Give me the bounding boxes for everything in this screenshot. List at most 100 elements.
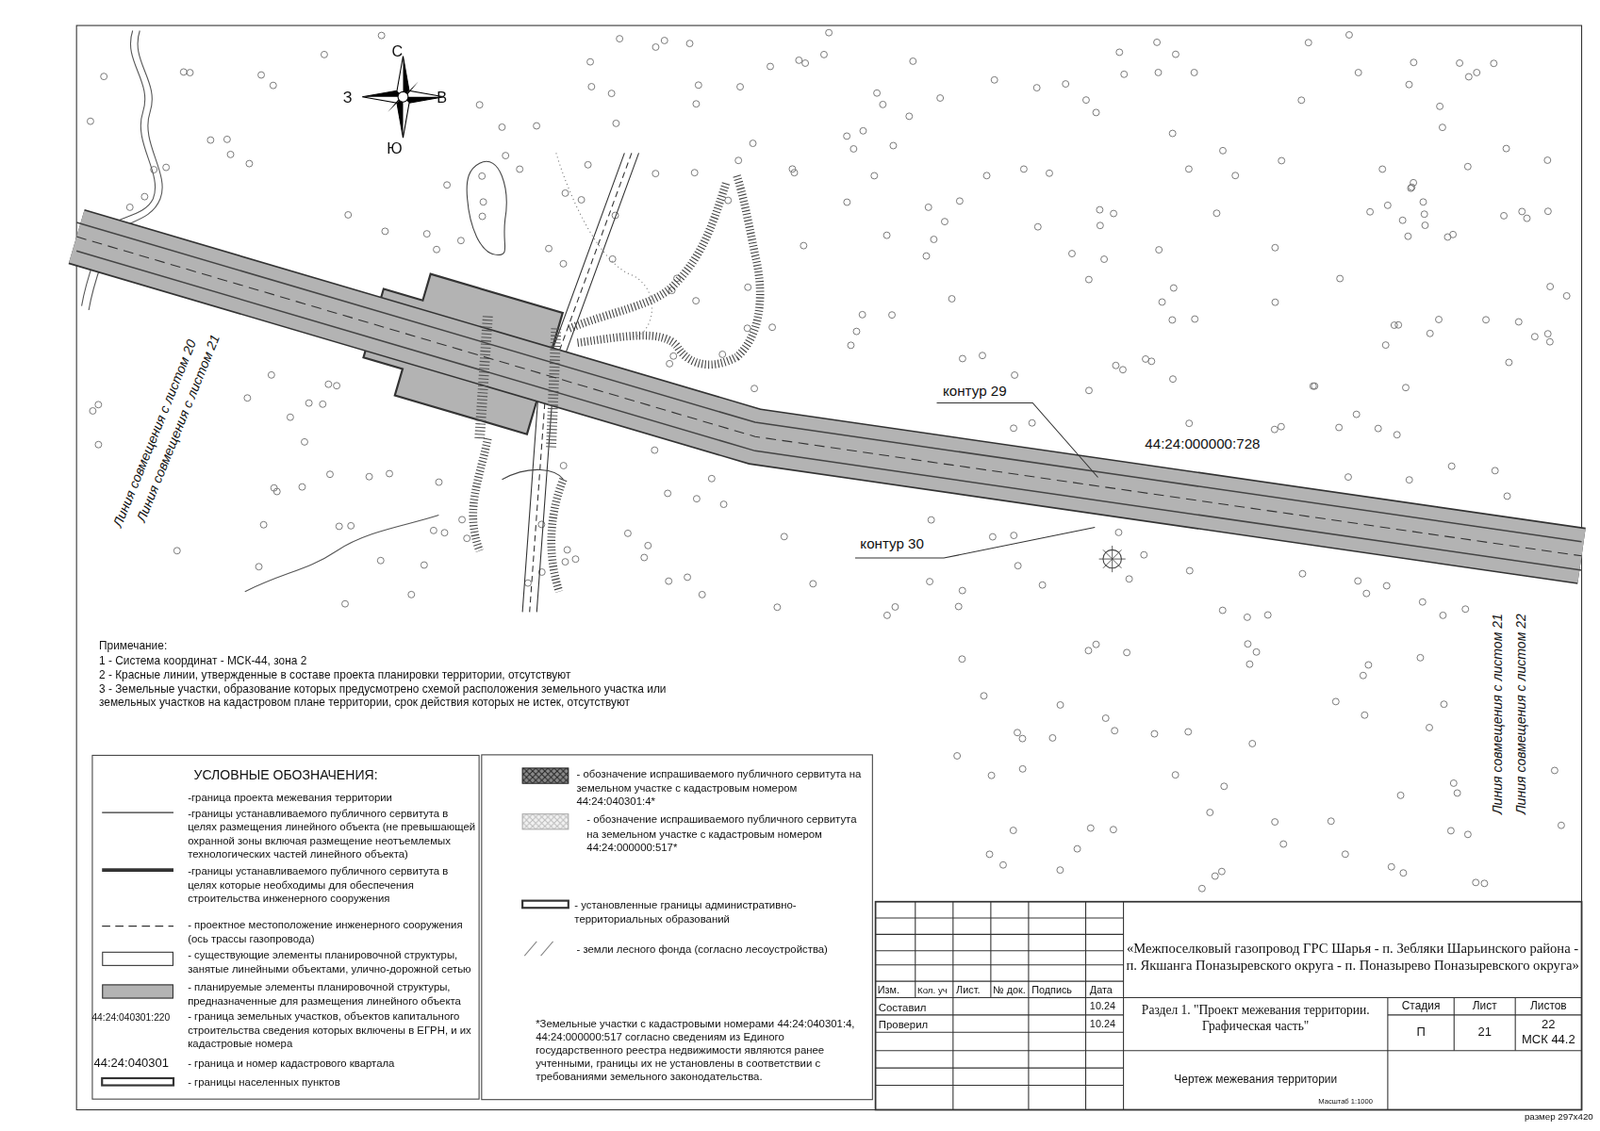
tree-symbol [847, 342, 855, 349]
tree-symbol [1019, 735, 1026, 743]
tree-symbol [988, 772, 995, 779]
tree-symbol [809, 580, 817, 588]
tree-symbol [180, 68, 187, 76]
tree-symbol [1531, 333, 1538, 341]
tree-symbol [1546, 338, 1553, 346]
tree-symbol [1014, 562, 1022, 570]
drawing-name: Чертеж межевания территории [1125, 1073, 1386, 1089]
tree-symbol [1502, 145, 1510, 152]
legend-line-sample [101, 868, 174, 873]
tree-symbol [1367, 208, 1374, 215]
tree-symbol [958, 656, 966, 663]
tree-symbol [86, 117, 94, 125]
tree-symbol [408, 591, 415, 598]
tree-symbol [1408, 183, 1416, 191]
tree-symbol [1101, 256, 1108, 264]
tree-symbol [1464, 163, 1471, 170]
leader-line [855, 527, 1095, 559]
tree-symbol [1393, 431, 1401, 439]
tree-symbol [1426, 329, 1434, 337]
tree-symbol [100, 73, 108, 81]
tree-symbol [1278, 157, 1286, 165]
tree-symbol [843, 132, 851, 140]
tree-symbol [608, 90, 615, 98]
tree-symbol [858, 311, 866, 318]
tree-symbol [1544, 330, 1551, 338]
tree-symbol [720, 501, 727, 509]
tree-symbol [1115, 528, 1122, 536]
tree-symbol [979, 352, 987, 360]
tree-symbol [1453, 790, 1461, 797]
sheet-frame [76, 25, 1582, 1110]
tree-symbol [1033, 84, 1040, 92]
tree-symbol [820, 50, 827, 58]
tree-symbol [1011, 372, 1019, 380]
tree-symbol [444, 181, 451, 189]
tree-symbol [1185, 728, 1192, 736]
ravine-slope [473, 438, 489, 551]
tree-symbol [1402, 384, 1410, 392]
legend-sample-number: 44:24:040301 [94, 1055, 169, 1072]
tree-symbol [652, 170, 660, 178]
tree-symbol [1491, 467, 1499, 475]
tree-symbol [1154, 68, 1162, 76]
tree-symbol [1116, 49, 1123, 56]
tree-symbol [1056, 701, 1064, 709]
forest-boundary [556, 152, 653, 337]
tree-symbol [1271, 298, 1279, 306]
tree-symbol [1082, 97, 1089, 104]
tree-symbol [577, 197, 585, 204]
tree-symbol [743, 325, 751, 332]
tree-symbol [1277, 423, 1285, 430]
tree-symbol [286, 413, 294, 421]
tree-symbol [1220, 783, 1228, 791]
table-cell: Изм. [877, 984, 900, 998]
ravine-slope [577, 175, 761, 365]
tree-symbol [1336, 424, 1343, 431]
table-cell: Лист. [956, 984, 980, 998]
tree-symbol [305, 399, 313, 407]
contour-label: контур 29 [940, 382, 1009, 401]
tree-symbol [1327, 818, 1335, 825]
tree-symbol [561, 559, 569, 566]
tree-symbol [459, 516, 466, 524]
tree-symbol [423, 230, 430, 238]
tree-symbol [692, 100, 700, 108]
tree-symbol [441, 529, 448, 537]
tree-symbol [1049, 734, 1056, 742]
table-cell: 22 [1515, 1017, 1582, 1033]
ravine-slope [569, 181, 727, 330]
tree-symbol [163, 164, 170, 171]
tree-symbol [1206, 809, 1214, 817]
tree-symbol [769, 324, 776, 331]
legend-hatch-sample [522, 768, 569, 784]
tree-symbol [223, 135, 231, 143]
tree-symbol [926, 578, 934, 586]
tree-symbol [744, 283, 752, 291]
tree-symbol [889, 312, 896, 319]
tree-symbol [791, 169, 798, 177]
tree-symbol [958, 587, 966, 594]
tree-symbol [457, 237, 464, 245]
tree-symbol [666, 360, 674, 367]
tree-symbol [874, 89, 881, 97]
table-cell: Подпись [1031, 984, 1073, 998]
tree-symbol [1515, 318, 1522, 326]
legend-text: - граница и номер кадастрового квартала [187, 1056, 476, 1072]
legend-text: - обозначение испрашиваемого публичного … [586, 813, 864, 856]
tree-symbol [708, 475, 715, 482]
sheet-size: размер 297х420 [1524, 1112, 1594, 1124]
tree-symbol [940, 218, 948, 226]
tree-symbol [1271, 244, 1279, 251]
tree-symbol [1232, 172, 1239, 180]
tree-symbol [1490, 60, 1498, 67]
tree-symbol [698, 591, 706, 598]
tree-symbol [1123, 649, 1131, 657]
tree-symbol [923, 252, 930, 260]
tree-symbol [1000, 861, 1007, 869]
tree-symbol [1111, 727, 1119, 735]
legend-text: - земли лесного фонда (согласно лесоустр… [576, 942, 862, 957]
table-cell: 21 [1453, 1024, 1516, 1040]
tree-symbol [879, 100, 887, 108]
tree-symbol [325, 380, 332, 388]
